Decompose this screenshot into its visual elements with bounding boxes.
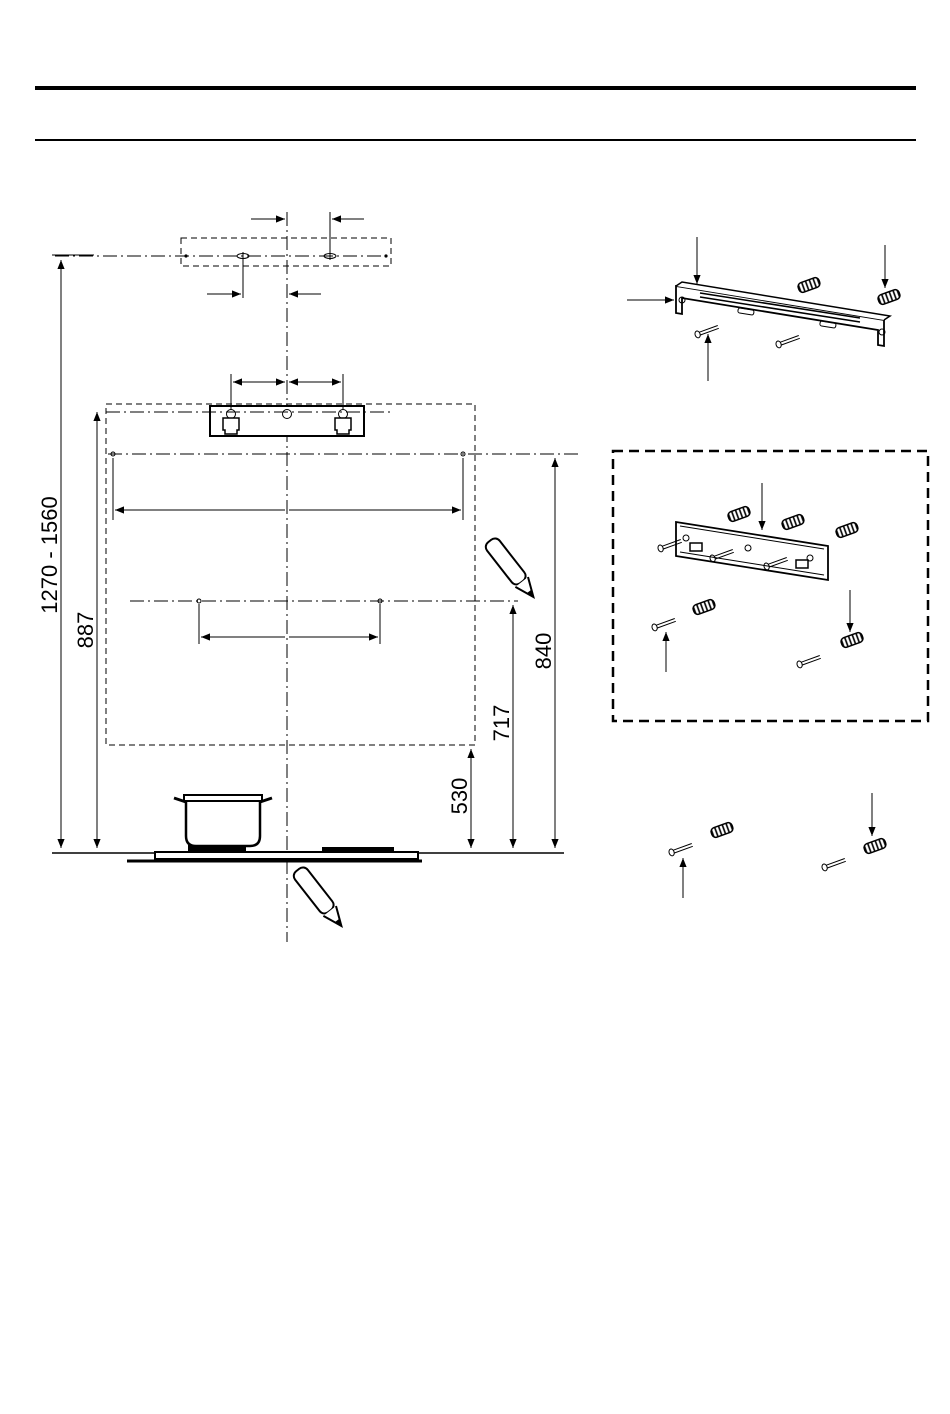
- pencil-icon: [483, 536, 539, 602]
- upper-holes-line: [108, 452, 578, 520]
- hood-outline: [106, 404, 475, 745]
- screw-icon: [651, 617, 676, 632]
- screw-icon: [821, 857, 846, 872]
- wall-plug-icon: [710, 822, 734, 839]
- wall-plug-icon: [797, 277, 821, 294]
- wall-plug-icon: [840, 632, 864, 649]
- pencil-icon: [291, 865, 347, 931]
- wall-plug-icon: [692, 599, 716, 616]
- screw-icon: [775, 334, 800, 349]
- plugs-and-screws-detail: [668, 793, 887, 898]
- wall-plug-icon: [727, 506, 751, 523]
- wall-plug-icon: [781, 514, 805, 531]
- hood-bracket-detail-box: [613, 451, 928, 721]
- wall-plug-icon: [835, 522, 859, 539]
- dim-label-cooktop-to-top: 887: [73, 612, 98, 649]
- hood-bracket: [106, 374, 392, 436]
- dim-label-lower-holes: 717: [489, 705, 514, 742]
- dim-label-hood-bottom: 530: [447, 778, 472, 815]
- vertical-dimensions: [52, 255, 555, 848]
- screw-icon: [796, 654, 821, 669]
- wall-plug-icon: [877, 289, 901, 306]
- screw-icon: [668, 842, 693, 857]
- screw-icon: [694, 324, 719, 339]
- wall-plug-icon: [863, 838, 887, 855]
- chimney-bracket-detail: [627, 237, 901, 381]
- dim-label-overall: 1270 - 1560: [37, 496, 62, 613]
- main-elevation-drawing: 1270 - 1560 887 840 717 530: [37, 212, 578, 942]
- cooktop-with-pot: [52, 795, 564, 861]
- chimney-bracket-outline: [55, 212, 391, 298]
- dim-label-upper-holes: 840: [531, 633, 556, 670]
- lower-holes-line: [130, 599, 518, 644]
